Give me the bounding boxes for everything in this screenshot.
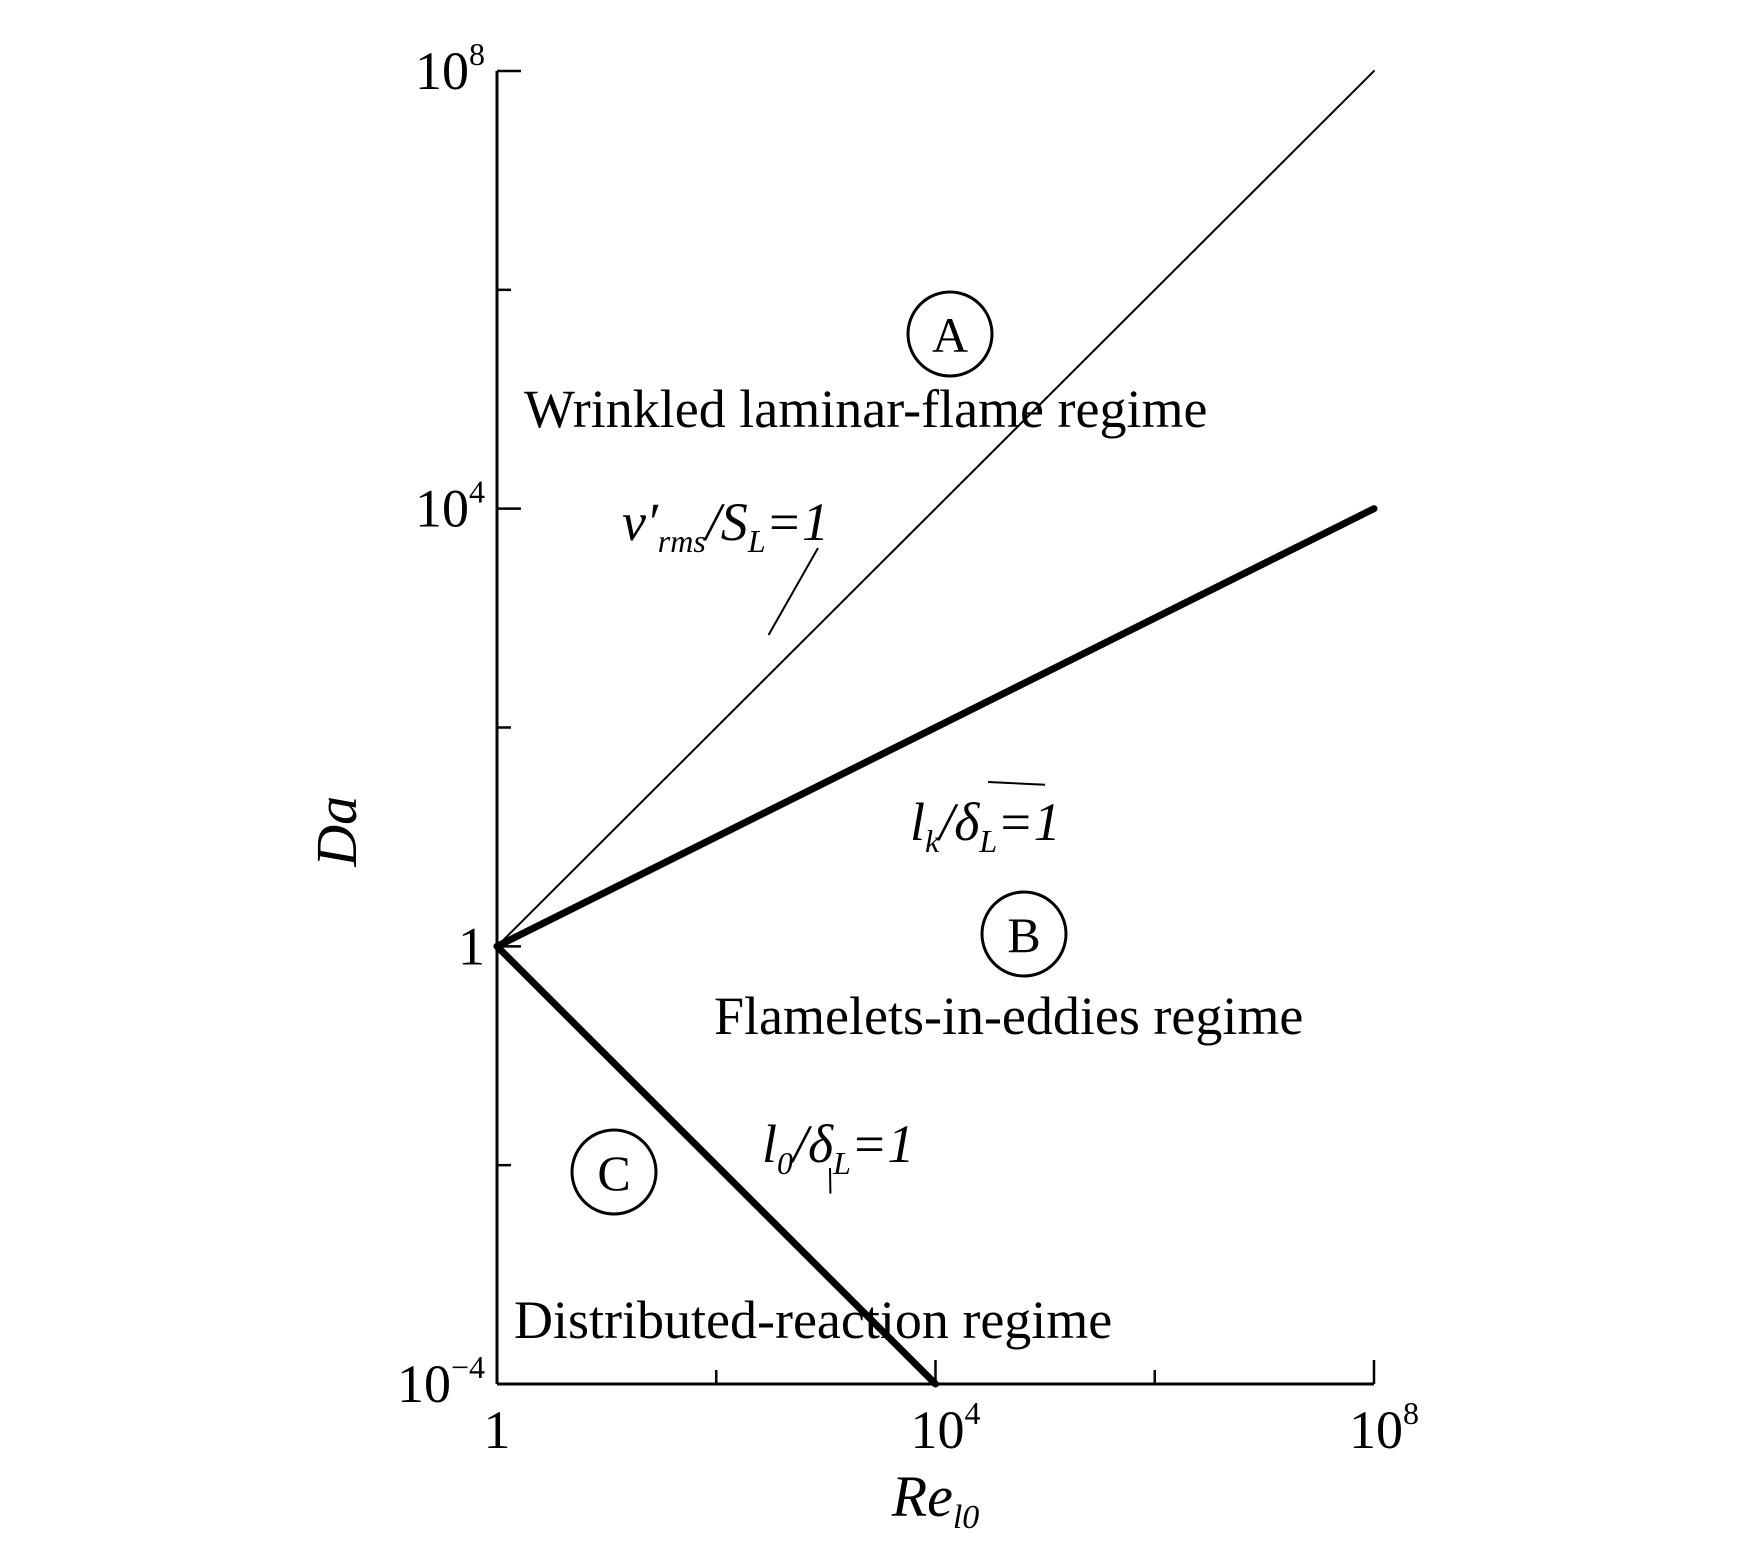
y-tick-label: 1: [458, 916, 485, 976]
line-label-part: l: [762, 1114, 777, 1174]
line-label: lk/δL=1: [910, 792, 1061, 859]
line-label-part: /δ: [936, 792, 980, 852]
x-axis-title: Rel0: [891, 1464, 980, 1536]
line-label-tail: =1: [997, 792, 1060, 852]
region-marker-circle: [906, 290, 994, 378]
y-tick-exponent: 4: [469, 474, 485, 510]
line-label-tail: =1: [766, 492, 829, 552]
x-tick-label: 104: [911, 1395, 981, 1460]
boundary-line: [493, 505, 1378, 950]
region-marker-letter: A: [932, 307, 968, 363]
y-tick-base: 10: [415, 479, 469, 539]
line-label-part: l: [910, 792, 925, 852]
region-label: Distributed-reaction regime: [514, 1290, 1112, 1350]
x-axis-title-subscript: l0: [953, 1499, 979, 1536]
boundary-line: [493, 942, 939, 1388]
line-label-subscript: L: [978, 823, 997, 859]
y-tick-label: 108: [415, 36, 485, 101]
y-tick-base: 1: [458, 916, 485, 976]
x-tick-label: 1: [484, 1400, 511, 1460]
line-label-tail: =1: [851, 1114, 914, 1174]
y-tick-exponent: 8: [469, 36, 485, 72]
y-tick-label: 104: [415, 474, 485, 539]
line-label-part: /δ: [790, 1114, 834, 1174]
region-marker-circle: [570, 1128, 658, 1216]
line-label-part: v′: [622, 492, 659, 552]
x-tick-exponent: 8: [1403, 1395, 1419, 1431]
y-tick-label: 10−4: [397, 1349, 485, 1414]
region-label: Flamelets-in-eddies regime: [714, 986, 1303, 1046]
x-tick-base: 1: [484, 1400, 511, 1460]
line-label: v′rms/SL=1: [622, 492, 829, 559]
x-tick-exponent: 4: [965, 1395, 981, 1431]
x-tick-base: 10: [911, 1400, 965, 1460]
region-label: Wrinkled laminar-flame regime: [524, 379, 1207, 439]
line-label-subscript: 0: [777, 1145, 793, 1181]
y-tick-base: 10: [415, 41, 469, 101]
region-marker-circle: [980, 890, 1068, 978]
line-label-part: /S: [703, 492, 748, 552]
x-tick-label: 108: [1349, 1395, 1419, 1460]
region-marker-letter: C: [597, 1145, 630, 1201]
line-label-subscript: L: [832, 1145, 851, 1181]
line-label-subscript: L: [747, 523, 766, 559]
line-label-subscript: rms: [658, 523, 706, 559]
region-marker-letter: B: [1007, 907, 1040, 963]
y-axis-title: Da: [304, 796, 369, 868]
boundary-line: [496, 70, 1375, 948]
x-tick-base: 10: [1349, 1400, 1403, 1460]
line-label-leader: [767, 547, 819, 636]
line-label-subscript: k: [925, 823, 940, 859]
y-tick-base: 10: [397, 1354, 451, 1414]
y-tick-exponent: −4: [451, 1349, 485, 1385]
line-label-leader: [987, 781, 1046, 786]
line-label: l0/δL=1: [762, 1114, 914, 1181]
series-group: [493, 70, 1378, 1388]
x-axis-title-main: Re: [891, 1464, 953, 1529]
